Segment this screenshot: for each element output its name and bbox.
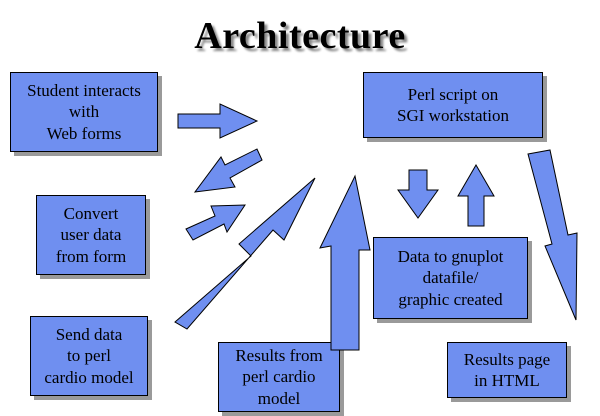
arrow-down-to-gnuplot-icon [397,169,439,219]
results-html-box: Results page in HTML [447,342,567,398]
arrow-right-to-perl-icon [177,103,259,139]
arrow-down-left-to-convert-icon [193,148,263,193]
arrow-diagonal-send-to-perl-icon [174,177,316,330]
arrow-down-to-results-html-icon [527,149,578,321]
gnuplot-datafile-box: Data to gnuplot datafile/ graphic create… [373,237,528,319]
arrow-up-right-from-convert-icon [185,204,246,241]
convert-user-data-box: Convert user data from form [36,195,146,275]
send-data-box: Send data to perl cardio model [30,316,148,396]
page-title: Architecture [194,15,406,57]
arrow-up-to-perl-icon [457,164,495,227]
perl-script-box: Perl script on SGI workstation [363,72,543,138]
student-web-forms-box: Student interacts with Web forms [10,72,158,152]
results-perl-model-box: Results from perl cardio model [218,342,340,412]
arrow-up-from-results-icon [319,174,371,351]
